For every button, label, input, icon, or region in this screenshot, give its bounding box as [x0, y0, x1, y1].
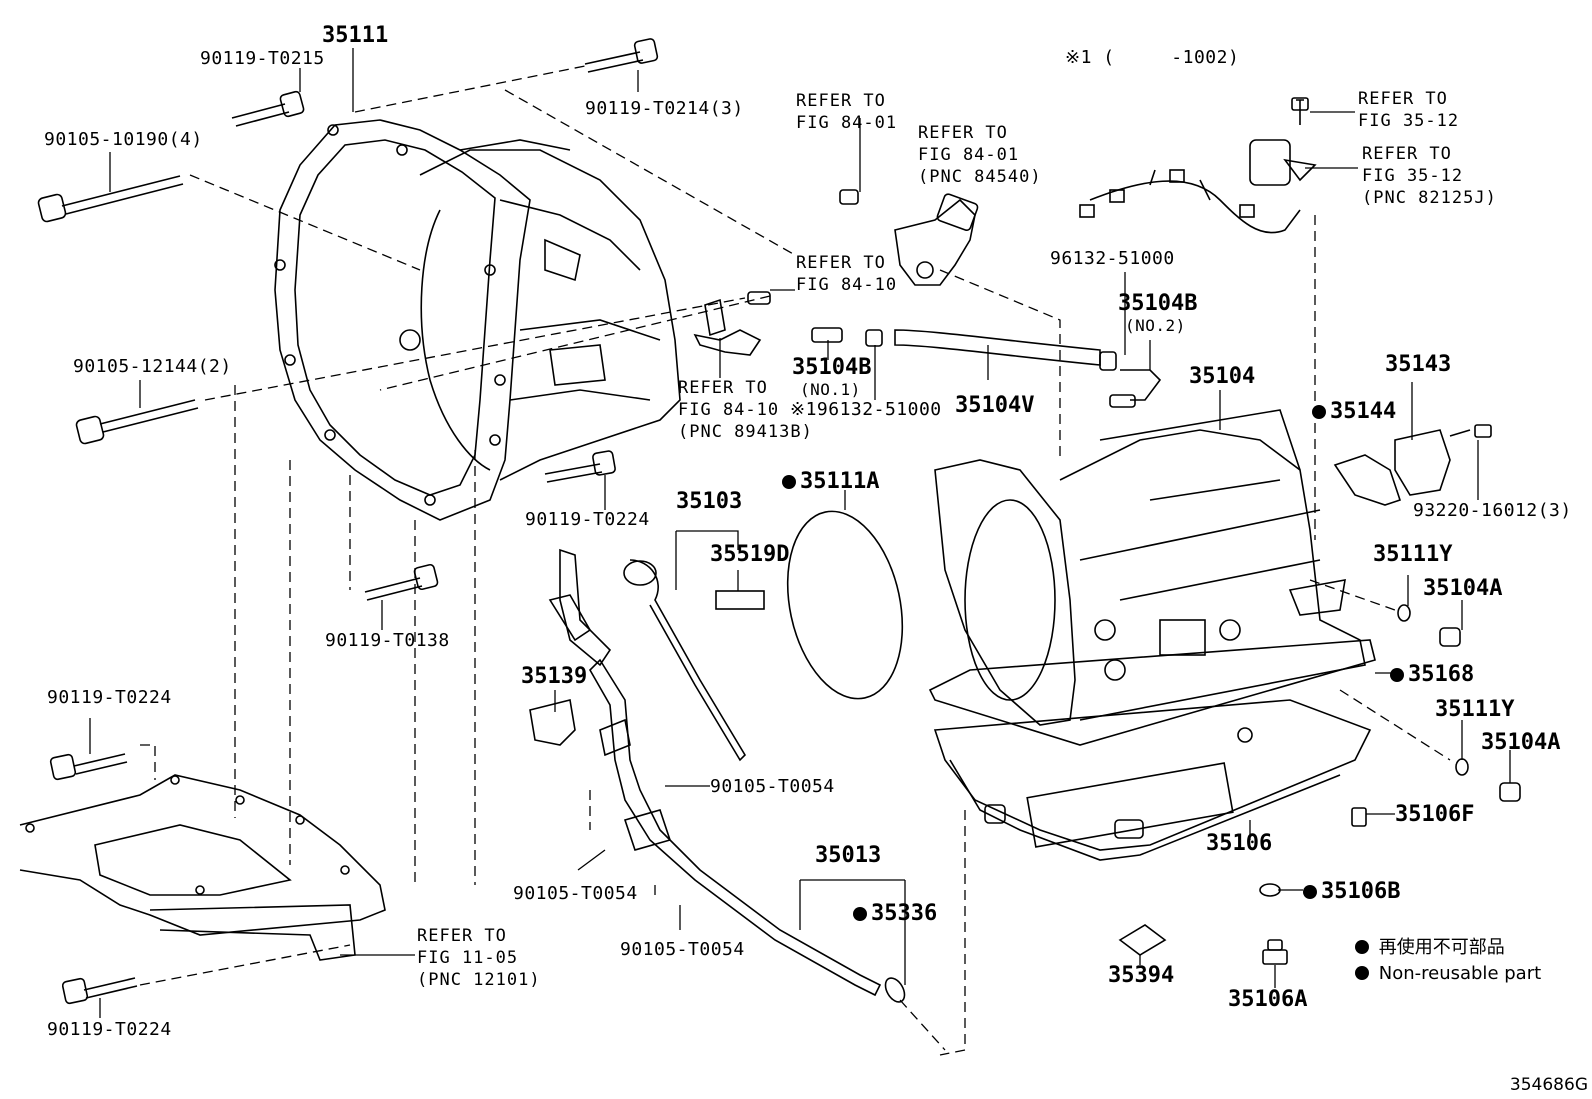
ref-line: (PNC 89413B)	[678, 422, 813, 442]
label-35144-text: 35144	[1330, 399, 1397, 424]
sensor-drawings	[693, 97, 1317, 356]
label-90119-T0224-a: 90119-T0224	[525, 509, 650, 530]
non-reusable-dot-icon	[1303, 885, 1317, 899]
ref-line: REFER TO	[918, 123, 1008, 143]
label-35111: 35111	[322, 23, 389, 48]
ref-fig-35-12-pnc: REFER TO FIG 35-12 (PNC 82125J)	[1362, 143, 1497, 209]
label-35103: 35103	[676, 489, 743, 514]
ref-line: FIG 35-12	[1362, 166, 1464, 186]
label-35104B-no2: 35104B	[1118, 291, 1198, 316]
oil-pan-drawing	[928, 639, 1376, 861]
note-top: ※1 ( -1002)	[1065, 47, 1240, 68]
breather-hose-drawing	[811, 327, 1162, 408]
label-35168: 35168	[1390, 663, 1474, 687]
label-90119-T0224-b: 90119-T0224	[47, 687, 172, 708]
ref-fig-84-01: REFER TO FIG 84-01	[796, 90, 897, 134]
non-reusable-dot-icon	[1355, 966, 1369, 980]
small-parts-drawings	[1118, 604, 1521, 965]
part-box-35519D	[715, 590, 765, 610]
label-35104B-no2-sub: (NO.2)	[1125, 316, 1186, 335]
non-reusable-dot-icon	[1390, 668, 1404, 682]
ref-fig-84-01-pnc: REFER TO FIG 84-01 (PNC 84540)	[918, 122, 1042, 188]
dipstick-drawing	[529, 548, 906, 1003]
label-35519D: 35519D	[710, 542, 790, 567]
ref-line: REFER TO	[796, 91, 886, 111]
label-35106B: 35106B	[1303, 880, 1400, 904]
ref-line: REFER TO	[678, 378, 768, 398]
label-35104V: 35104V	[955, 393, 1035, 418]
label-35013: 35013	[815, 843, 882, 868]
label-35143: 35143	[1385, 352, 1452, 377]
ref-line: FIG 84-10	[796, 275, 898, 295]
diagram-code: 354686G	[1509, 1075, 1588, 1095]
ref-line: REFER TO	[796, 253, 886, 273]
label-35144: 35144	[1312, 400, 1396, 424]
label-90105-10190: 90105-10190(4)	[44, 129, 203, 150]
ref-line: FIG 84-01	[918, 145, 1020, 165]
label-90119-T0138: 90119-T0138	[325, 630, 450, 651]
dashed-guide-lines	[139, 65, 1451, 1056]
label-35106A: 35106A	[1228, 987, 1308, 1012]
ref-fig-35-12: REFER TO FIG 35-12	[1358, 88, 1459, 132]
legend: 再使用不可部品 Non-reusable part	[1355, 935, 1541, 987]
label-35104B-no1-sub: (NO.1)	[800, 380, 861, 399]
ref-line: REFER TO	[1358, 89, 1448, 109]
label-90119-T0214: 90119-T0214(3)	[585, 98, 744, 119]
transmission-housing-drawing	[274, 119, 681, 521]
label-90105-T0054-c: 90105-T0054	[620, 939, 745, 960]
label-96132-51000: 96132-51000	[1050, 248, 1175, 269]
o-ring-drawing	[786, 510, 904, 700]
label-35394: 35394	[1108, 963, 1175, 988]
ref-line: FIG 35-12	[1358, 111, 1460, 131]
legend-row-jp: 再使用不可部品	[1355, 935, 1541, 961]
ref-line: FIG 84-01	[796, 113, 898, 133]
ref-line: (PNC 84540)	[918, 167, 1042, 187]
label-35104A-a: 35104A	[1423, 576, 1503, 601]
legend-jp: 再使用不可部品	[1378, 937, 1505, 958]
ref-line: (PNC 12101)	[417, 970, 541, 990]
non-reusable-dot-icon	[782, 475, 796, 489]
non-reusable-dot-icon	[853, 907, 867, 921]
ref-fig-11-05-pnc: REFER TO FIG 11-05 (PNC 12101)	[417, 925, 541, 991]
ref-line: FIG 11-05	[417, 948, 519, 968]
bracket-drawings	[1333, 424, 1492, 506]
label-35106: 35106	[1206, 831, 1273, 856]
label-96132-51000-note: ※196132-51000	[790, 399, 942, 420]
ref-fig-84-10: REFER TO FIG 84-10	[796, 252, 897, 296]
non-reusable-dot-icon	[1312, 405, 1326, 419]
ref-line: REFER TO	[417, 926, 507, 946]
transmission-case-drawing	[934, 409, 1366, 726]
label-93220-16012: 93220-16012(3)	[1413, 500, 1572, 521]
ref-line: (PNC 82125J)	[1362, 188, 1497, 208]
label-35104: 35104	[1189, 364, 1256, 389]
label-35336-text: 35336	[871, 901, 938, 926]
bolt-drawings	[37, 38, 659, 1005]
label-35104A-b: 35104A	[1481, 730, 1561, 755]
label-35106B-text: 35106B	[1321, 879, 1401, 904]
label-35104B-no1: 35104B	[792, 355, 872, 380]
label-35168-text: 35168	[1408, 662, 1475, 687]
label-35139: 35139	[521, 664, 588, 689]
label-35106F: 35106F	[1395, 802, 1475, 827]
label-90119-T0224-c: 90119-T0224	[47, 1019, 172, 1040]
legend-row-en: Non-reusable part	[1355, 961, 1541, 987]
non-reusable-dot-icon	[1355, 940, 1369, 954]
label-35111A: 35111A	[782, 470, 879, 494]
label-35111A-text: 35111A	[800, 469, 880, 494]
legend-en: Non-reusable part	[1378, 963, 1542, 984]
label-35111Y-b: 35111Y	[1435, 697, 1515, 722]
engine-block-drawing	[19, 774, 386, 961]
label-90105-T0054-b: 90105-T0054	[513, 883, 638, 904]
label-90105-12144: 90105-12144(2)	[73, 356, 232, 377]
ref-line: FIG 84-10	[678, 400, 780, 420]
ref-fig-84-10-pnc: REFER TO FIG 84-10 (PNC 89413B)	[678, 377, 813, 443]
label-90105-T0054-a: 90105-T0054	[710, 776, 835, 797]
label-90119-T0215: 90119-T0215	[200, 48, 325, 69]
label-35111Y-a: 35111Y	[1373, 542, 1453, 567]
label-35336: 35336	[853, 902, 937, 926]
ref-line: REFER TO	[1362, 144, 1452, 164]
